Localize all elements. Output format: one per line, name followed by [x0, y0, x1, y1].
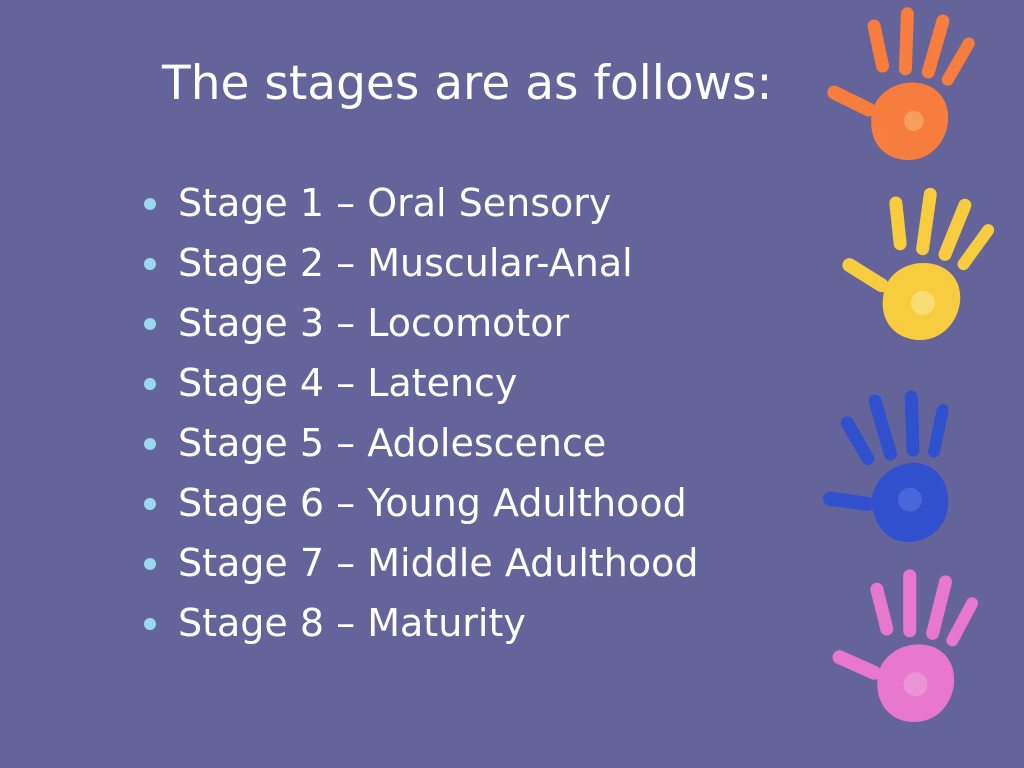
- bullet-text: Stage 7 – Middle Adulthood: [178, 541, 699, 585]
- bullet-text: Stage 3 – Locomotor: [178, 301, 570, 345]
- bullet-text: Stage 5 – Adolescence: [178, 421, 607, 465]
- bullet-text: Stage 1 – Oral Sensory: [178, 181, 612, 225]
- bullet-text: Stage 2 – Muscular-Anal: [178, 241, 633, 285]
- handprint-icon-pink: [824, 561, 983, 728]
- bullet-icon: [144, 258, 156, 270]
- handprint-icon-blue: [810, 381, 972, 557]
- bullet-text: Stage 8 – Maturity: [178, 601, 526, 645]
- bullet-icon: [144, 498, 156, 510]
- handprints-decoration: [810, 0, 1003, 728]
- bullet-icon: [144, 558, 156, 570]
- bullet-icon: [144, 318, 156, 330]
- handprint-icon-orange: [817, 0, 981, 168]
- bullet-icon: [144, 198, 156, 210]
- bullet-icon: [144, 618, 156, 630]
- bullet-icon: [144, 438, 156, 450]
- bullet-icon: [144, 378, 156, 390]
- handprint-icon-yellow: [827, 170, 1003, 353]
- slide-title: The stages are as follows:: [162, 56, 773, 111]
- bullet-text: Stage 4 – Latency: [178, 361, 518, 405]
- bullet-text: Stage 6 – Young Adulthood: [178, 481, 687, 525]
